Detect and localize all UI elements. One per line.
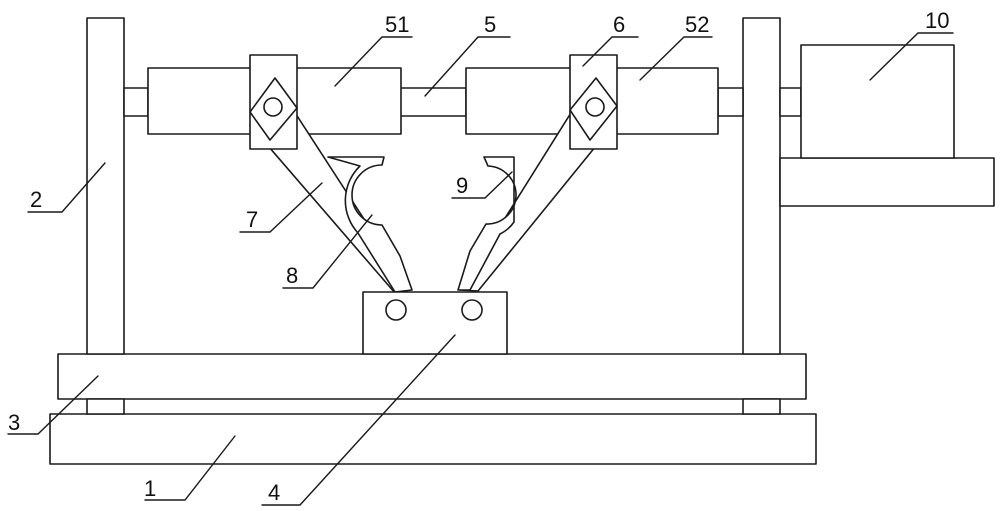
label-motor: 10 bbox=[925, 8, 949, 33]
leader-5 bbox=[424, 36, 511, 97]
jaw-left bbox=[327, 156, 413, 293]
slider-left-pin bbox=[263, 97, 283, 117]
label-jaw-left: 8 bbox=[286, 263, 298, 288]
base-plate bbox=[49, 413, 817, 465]
label-base-plate: 1 bbox=[144, 476, 156, 501]
slider-right-pin bbox=[585, 97, 605, 117]
label-slider: 6 bbox=[613, 12, 625, 37]
motor bbox=[800, 44, 955, 159]
label-cross-beam: 3 bbox=[8, 410, 20, 435]
leader-9 bbox=[451, 171, 513, 199]
jaw-right bbox=[457, 156, 517, 291]
upright-post-right-foot bbox=[742, 398, 781, 415]
guide-rod-middle bbox=[399, 87, 467, 117]
hinge-block bbox=[362, 291, 508, 355]
leader-7 bbox=[239, 182, 323, 233]
label-guide-rod: 5 bbox=[484, 12, 496, 37]
guide-rod-motor-shaft bbox=[779, 87, 802, 117]
leader-6 bbox=[582, 36, 639, 67]
leader-3 bbox=[7, 375, 99, 435]
motor-bracket bbox=[779, 157, 995, 207]
leader-10 bbox=[869, 32, 954, 81]
leader-8 bbox=[282, 214, 373, 289]
leader-51 bbox=[334, 36, 413, 87]
guide-rod-right-end bbox=[717, 87, 744, 117]
label-cylinder-right: 52 bbox=[685, 12, 709, 37]
leader-lines bbox=[7, 32, 954, 506]
guide-rod-left-end bbox=[123, 87, 149, 117]
label-cylinder-left: 51 bbox=[385, 12, 409, 37]
leader-1 bbox=[144, 435, 236, 501]
hinge-pin-right bbox=[461, 299, 483, 321]
upright-post-right bbox=[742, 17, 781, 355]
upright-post-left-foot bbox=[86, 398, 125, 415]
leader-4 bbox=[261, 334, 456, 506]
label-swing-arm: 7 bbox=[246, 207, 258, 232]
leader-52 bbox=[639, 36, 713, 81]
label-upright-post: 2 bbox=[30, 187, 42, 212]
label-hinge-block: 4 bbox=[268, 480, 280, 505]
label-jaw-right: 9 bbox=[456, 173, 468, 198]
upright-post-left bbox=[86, 17, 125, 355]
hinge-pin-left bbox=[385, 299, 407, 321]
leader-2 bbox=[27, 162, 106, 213]
cross-beam bbox=[57, 353, 807, 400]
